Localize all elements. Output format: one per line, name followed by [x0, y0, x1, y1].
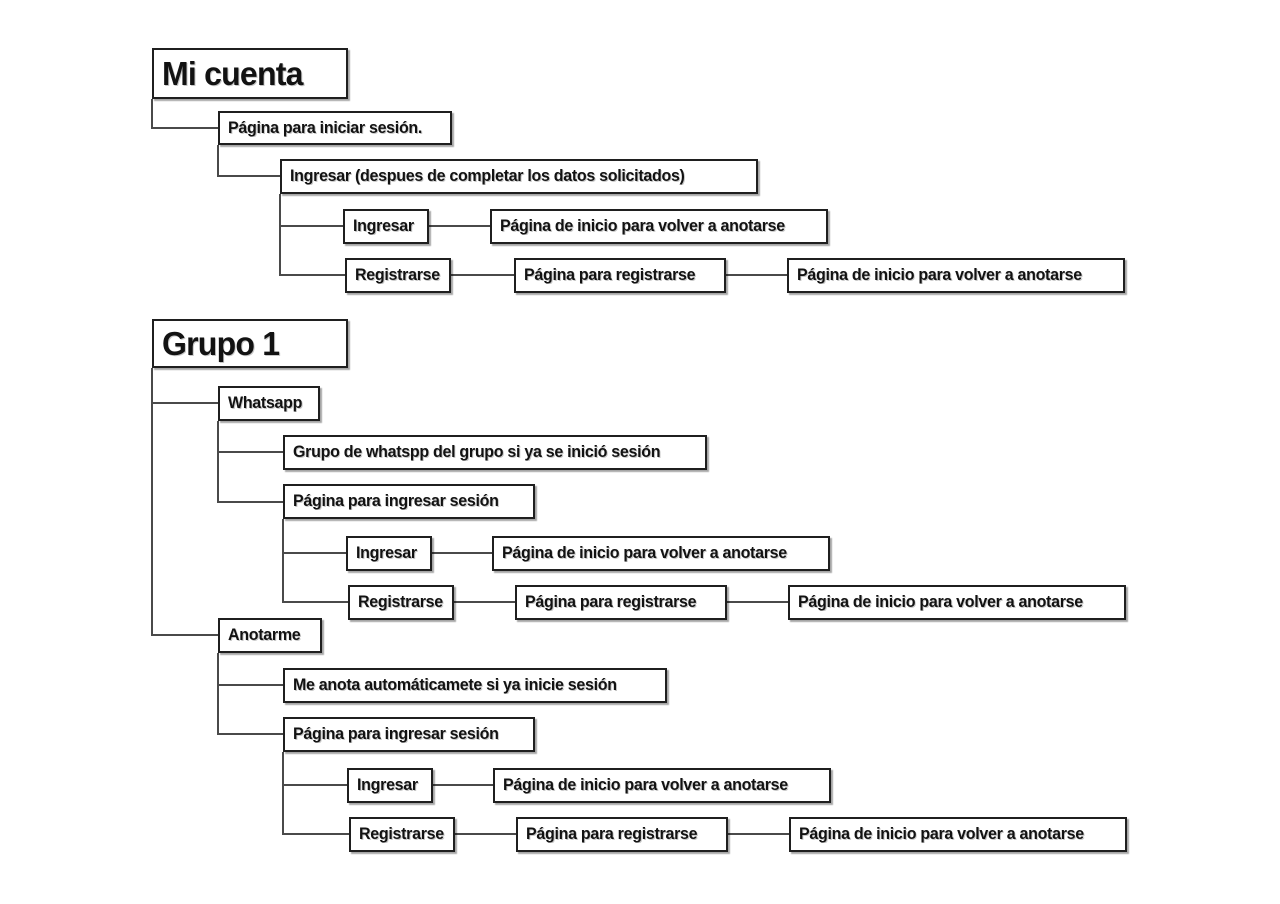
node-label: Página para registrarse	[525, 593, 697, 611]
node-label: Página para registrarse	[526, 825, 698, 843]
node-label: Ingresar (despues de completar los datos…	[290, 167, 685, 185]
node-label: Whatsapp	[228, 394, 303, 412]
diagram-node-mc-pagina-registrarse[interactable]: Página para registrarse	[514, 258, 726, 293]
connector-line	[151, 99, 218, 129]
diagram-node-w-ingresar-inicio[interactable]: Página de inicio para volver a anotarse	[492, 536, 830, 571]
node-label: Mi cuenta	[162, 54, 303, 92]
diagram-node-w-registrarse-inicio[interactable]: Página de inicio para volver a anotarse	[788, 585, 1126, 620]
diagram-node-a-ingresar-inicio[interactable]: Página de inicio para volver a anotarse	[493, 768, 831, 803]
node-label: Ingresar	[357, 776, 418, 794]
node-label: Página de inicio para volver a anotarse	[503, 776, 788, 794]
connector-line	[282, 752, 349, 835]
node-label: Página para iniciar sesión.	[228, 118, 423, 137]
node-label: Página de inicio para volver a anotarse	[798, 593, 1083, 611]
diagram-node-whatsapp[interactable]: Whatsapp	[218, 386, 320, 421]
node-label: Registrarse	[359, 825, 444, 843]
node-label: Registrarse	[355, 266, 440, 284]
diagram-node-a-pagina-ingresar-sesion[interactable]: Página para ingresar sesión	[283, 717, 535, 752]
node-label: Página para ingresar sesión	[293, 492, 499, 510]
node-label: Grupo 1	[162, 324, 280, 362]
diagram-node-a-pagina-registrarse[interactable]: Página para registrarse	[516, 817, 728, 852]
diagram-node-grupo-whatsapp-sesion[interactable]: Grupo de whatspp del grupo si ya se inic…	[283, 435, 707, 470]
diagram-node-mc-registrarse-inicio[interactable]: Página de inicio para volver a anotarse	[787, 258, 1125, 293]
connector-line	[282, 519, 348, 603]
diagram-node-a-registrarse[interactable]: Registrarse	[349, 817, 455, 852]
diagram-node-pagina-iniciar-sesion[interactable]: Página para iniciar sesión.	[218, 111, 452, 145]
diagram-node-w-pagina-registrarse[interactable]: Página para registrarse	[515, 585, 727, 620]
connector-line	[217, 653, 283, 735]
connector-line	[279, 194, 345, 276]
diagram-node-mi-cuenta[interactable]: Mi cuenta	[152, 48, 348, 99]
node-label: Anotarme	[228, 626, 301, 644]
node-label: Página de inicio para volver a anotarse	[797, 266, 1082, 284]
node-label: Página de inicio para volver a anotarse	[502, 544, 787, 562]
node-label: Grupo de whatspp del grupo si ya se inic…	[293, 443, 661, 461]
diagram-node-mc-ingresar-inicio[interactable]: Página de inicio para volver a anotarse	[490, 209, 828, 244]
diagram-node-anotarme[interactable]: Anotarme	[218, 618, 322, 653]
diagram-node-me-anota-automaticamente[interactable]: Me anota automáticamete si ya inicie ses…	[283, 668, 667, 703]
node-label: Ingresar	[353, 217, 414, 235]
diagram-node-a-ingresar[interactable]: Ingresar	[347, 768, 433, 803]
node-label: Página para ingresar sesión	[293, 725, 499, 743]
node-label: Registrarse	[358, 593, 443, 611]
diagram-node-mc-ingresar[interactable]: Ingresar	[343, 209, 429, 244]
connector-line	[217, 421, 283, 503]
diagram-node-grupo-1[interactable]: Grupo 1	[152, 319, 348, 368]
node-label: Página de inicio para volver a anotarse	[500, 217, 785, 235]
diagram-node-mc-registrarse[interactable]: Registrarse	[345, 258, 451, 293]
diagram-node-ingresar-despues-datos[interactable]: Ingresar (despues de completar los datos…	[280, 159, 758, 194]
diagram-node-w-ingresar[interactable]: Ingresar	[346, 536, 432, 571]
diagram-node-w-registrarse[interactable]: Registrarse	[348, 585, 454, 620]
node-label: Me anota automáticamete si ya inicie ses…	[293, 676, 617, 694]
node-label: Página de inicio para volver a anotarse	[799, 825, 1084, 843]
node-label: Ingresar	[356, 544, 417, 562]
connector-line	[151, 368, 218, 636]
connector-line	[217, 145, 280, 177]
diagram-node-w-pagina-ingresar-sesion[interactable]: Página para ingresar sesión	[283, 484, 535, 519]
node-label: Página para registrarse	[524, 266, 696, 284]
diagram-node-a-registrarse-inicio[interactable]: Página de inicio para volver a anotarse	[789, 817, 1127, 852]
